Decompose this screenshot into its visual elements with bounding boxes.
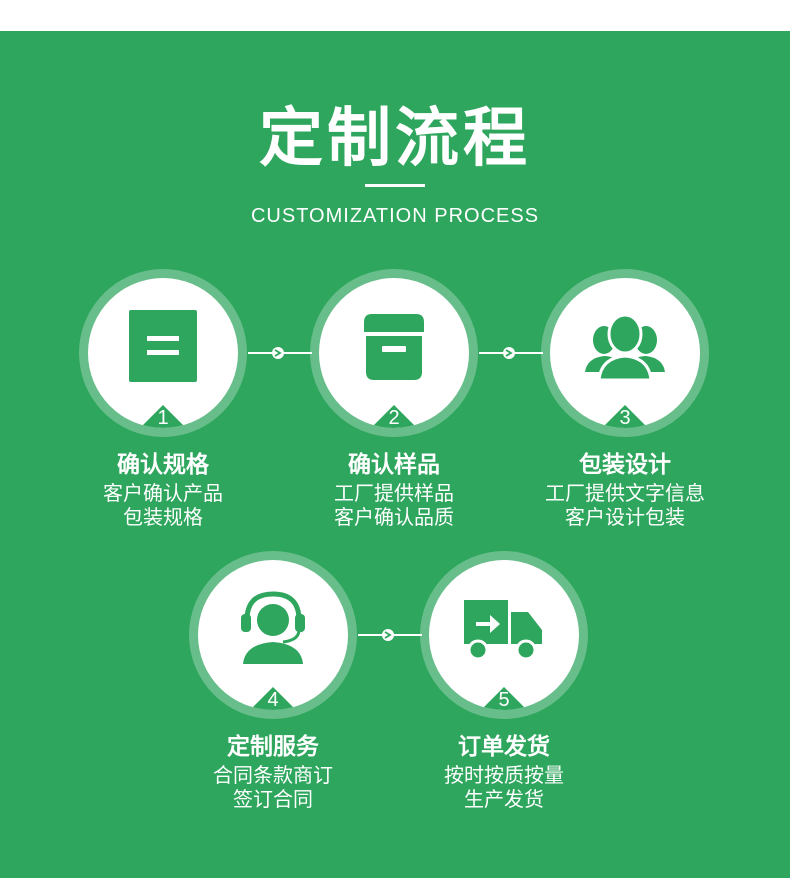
step-description: 合同条款商订签订合同 — [213, 763, 333, 811]
step-description: 客户确认产品包装规格 — [103, 481, 223, 529]
step-description: 工厂提供文字信息客户设计包装 — [545, 481, 705, 529]
truck-icon — [464, 600, 542, 661]
step-number: 5 — [498, 689, 510, 710]
step-circle: 3 — [541, 269, 709, 437]
step-number: 2 — [388, 407, 400, 428]
connector-arrow-icon — [479, 347, 543, 359]
users-icon — [585, 313, 665, 382]
step-circle: 4 — [189, 551, 357, 719]
step-3: 3 包装设计 工厂提供文字信息客户设计包装 — [510, 269, 740, 539]
connector-arrow-icon — [248, 347, 312, 359]
step-title: 订单发货 — [458, 734, 550, 760]
step-circle: 1 — [79, 269, 247, 437]
step-5: 5 订单发货 按时按质按量生产发货 — [389, 551, 619, 821]
connector-arrow-icon — [358, 629, 422, 641]
step-circle: 2 — [310, 269, 478, 437]
step-description: 按时按质按量生产发货 — [444, 763, 564, 811]
step-circle: 5 — [420, 551, 588, 719]
page-title: 定制流程 — [259, 102, 531, 176]
box-icon — [364, 314, 424, 380]
step-title: 包装设计 — [579, 452, 671, 478]
headset-icon — [241, 591, 305, 664]
step-4: 4 定制服务 合同条款商订签订合同 — [158, 551, 388, 821]
step-title: 确认规格 — [117, 452, 209, 478]
step-title: 确认样品 — [348, 452, 440, 478]
step-number: 4 — [267, 689, 279, 710]
step-description: 工厂提供样品客户确认品质 — [334, 481, 454, 529]
step-1: 1 确认规格 客户确认产品包装规格 — [48, 269, 278, 539]
step-title: 定制服务 — [227, 734, 319, 760]
step-number: 3 — [619, 407, 631, 428]
title-divider — [365, 184, 425, 187]
step-2: 2 确认样品 工厂提供样品客户确认品质 — [279, 269, 509, 539]
step-number: 1 — [157, 407, 169, 428]
page-subtitle: CUSTOMIZATION PROCESS — [250, 205, 540, 227]
document-icon — [129, 310, 197, 382]
background-panel — [0, 31, 790, 878]
